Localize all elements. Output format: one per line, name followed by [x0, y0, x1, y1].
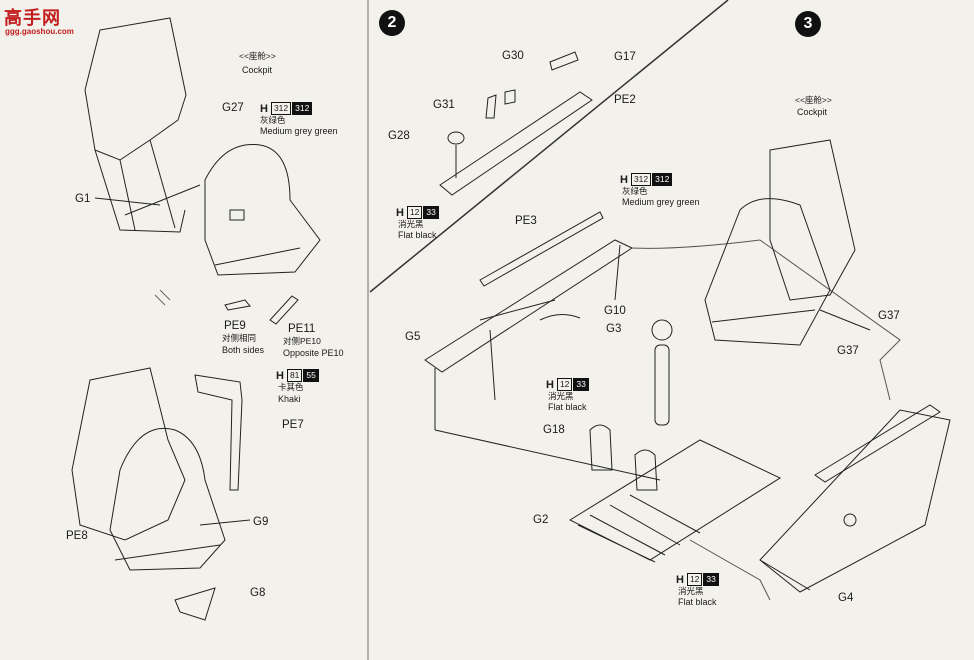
color-name-en: Medium grey green	[622, 197, 700, 207]
part-g17: G17	[614, 51, 636, 63]
color-name-en: Khaki	[278, 394, 301, 404]
color-h: H	[546, 378, 554, 391]
color-name-en: Medium grey green	[260, 126, 338, 136]
part-g18: G18	[543, 424, 565, 436]
color-code-1: 312	[630, 173, 652, 186]
part-g1: G1	[75, 193, 91, 205]
pe11-note-zh: 对侧PE10	[283, 336, 321, 346]
pe11-note-en: Opposite PE10	[283, 348, 344, 358]
cockpit-label-en: Cockpit	[242, 65, 273, 75]
color-code-grey-green: H 312 312	[260, 102, 313, 115]
color-h: H	[276, 369, 284, 382]
part-g37-b: G37	[837, 345, 859, 357]
color-name-zh: 灰绿色	[622, 186, 648, 196]
seat-lower	[71, 367, 226, 571]
part-pe8: PE8	[66, 530, 88, 542]
part-g2: G2	[533, 514, 549, 526]
step-number-3: 3	[795, 11, 821, 37]
seat-step3	[704, 139, 856, 346]
color-code-1: 12	[406, 206, 423, 219]
part-pe9: PE9	[224, 320, 246, 332]
color-code-2: 312	[292, 102, 313, 115]
pe9-shape	[224, 299, 251, 311]
part-g30: G30	[502, 50, 524, 62]
part-pe11: PE11	[288, 323, 316, 335]
floor-g2	[568, 439, 782, 563]
color-h: H	[260, 102, 268, 115]
seat-back-top	[84, 17, 187, 233]
cockpit-label-zh: <<座舱>>	[239, 51, 276, 61]
part-pe7: PE7	[282, 419, 304, 431]
pe7-belt	[194, 374, 243, 491]
step-divider	[369, 0, 729, 293]
color-code-grey-green-2: H 312 312	[620, 173, 673, 186]
frame-g5	[424, 239, 661, 481]
part-g37-a: G37	[878, 310, 900, 322]
cockpit-label-en: Cockpit	[797, 107, 828, 117]
g3-stick	[654, 344, 670, 426]
color-name-zh: 消光黑	[678, 586, 704, 596]
color-code-1: 12	[686, 573, 703, 586]
part-g8: G8	[250, 587, 266, 599]
color-code-khaki: H 81 55	[276, 369, 319, 382]
color-name-zh: 卡其色	[278, 382, 304, 392]
pe2-strip	[439, 91, 593, 196]
g3-dial	[651, 319, 673, 341]
color-code-1: 81	[286, 369, 303, 382]
color-name-en: Flat black	[678, 597, 717, 607]
color-code-2: 33	[423, 206, 439, 219]
color-code-1: 12	[556, 378, 573, 391]
pe11-shape	[269, 295, 299, 325]
color-h: H	[396, 206, 404, 219]
part-g4: G4	[838, 592, 854, 604]
part-g5: G5	[405, 331, 421, 343]
part-g31: G31	[433, 99, 455, 111]
seat-pan-g27	[204, 143, 321, 276]
color-code-2: 33	[703, 573, 719, 586]
part-g9: G9	[253, 516, 269, 528]
part-pe2: PE2	[614, 94, 636, 106]
color-name-zh: 消光黑	[548, 391, 574, 401]
color-name-en: Flat black	[548, 402, 587, 412]
color-name-zh: 消光黑	[398, 219, 424, 229]
g28-shape	[447, 131, 465, 145]
color-code-flat-black-d: H 12 33	[676, 573, 719, 586]
step-number-2: 2	[379, 10, 405, 36]
cockpit-label-zh: <<座舱>>	[795, 95, 832, 105]
pe9-note-zh: 对侧相同	[222, 333, 257, 343]
part-g3: G3	[606, 323, 622, 335]
g18-pedal-a	[589, 424, 613, 471]
color-code-2: 55	[303, 369, 319, 382]
part-pe3: PE3	[515, 215, 537, 227]
g10-shape	[539, 314, 581, 321]
color-code-flat-black-c: H 12 33	[546, 378, 589, 391]
color-h: H	[676, 573, 684, 586]
g8-shape	[174, 587, 216, 621]
color-h: H	[620, 173, 628, 186]
part-g28: G28	[388, 130, 410, 142]
watermark-subtitle: ggg.gaoshou.com	[5, 27, 74, 36]
color-name-zh: 灰绿色	[260, 115, 286, 125]
watermark-logo: 高手网	[4, 8, 61, 28]
color-code-2: 33	[573, 378, 589, 391]
g18-pedal-b	[634, 449, 658, 491]
pe9-note-en: Both sides	[222, 345, 265, 355]
color-code-flat-black-a: H 12 33	[396, 206, 439, 219]
part-g27: G27	[222, 102, 244, 114]
floor-g4	[759, 409, 951, 593]
color-code-1: 312	[270, 102, 292, 115]
pe3-strip	[479, 211, 604, 287]
part-g10: G10	[604, 305, 626, 317]
color-name-en: Flat black	[398, 230, 437, 240]
color-code-2: 312	[652, 173, 673, 186]
